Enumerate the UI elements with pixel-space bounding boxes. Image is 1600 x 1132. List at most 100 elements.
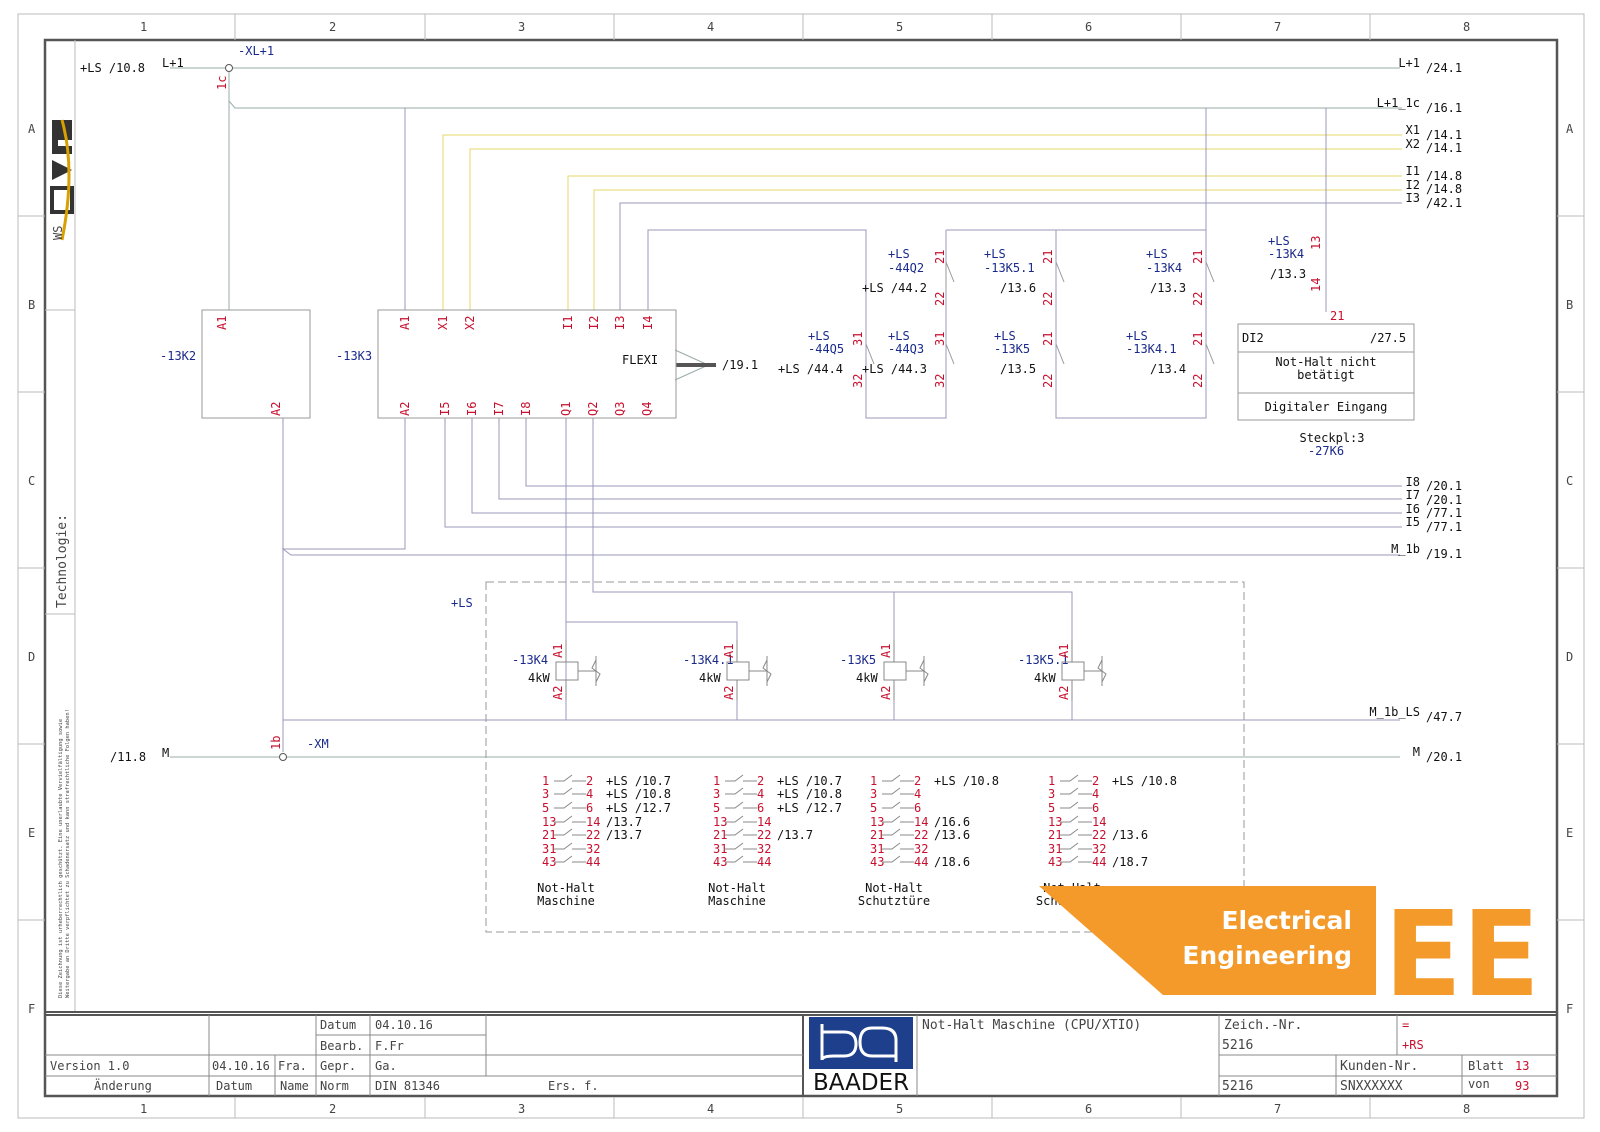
svg-text:/27.5: /27.5 — [1370, 331, 1406, 345]
contact-terminal: 31 — [542, 842, 556, 856]
col-label: 7 — [1274, 20, 1281, 34]
relay-tag: -13K4 — [512, 653, 548, 667]
svg-text:Datum: Datum — [216, 1079, 252, 1093]
col-label: 8 — [1463, 20, 1470, 34]
rail-ref: /42.1 — [1426, 196, 1462, 210]
contact-terminal: 22 — [1092, 828, 1106, 842]
module-13k3-flexi: -13K3 FLEXI /19.1 A1 X1 X2 I1 I2 I3 I4 A… — [336, 309, 758, 419]
col-label: 3 — [518, 1102, 525, 1116]
col-label: 5 — [896, 20, 903, 34]
rail-sig: I7 — [1406, 488, 1420, 502]
relay-symbol — [882, 842, 914, 850]
contact-13k5-1-top: +LS -13K5.1 /13.6 21 22 — [984, 247, 1065, 306]
pin-label: I2 — [587, 316, 601, 330]
rail-ref: /20.1 — [1426, 750, 1462, 764]
device-tag: -13K2 — [160, 349, 196, 363]
pin-label: I1 — [561, 316, 575, 330]
contact-terminal: 14 — [914, 815, 928, 829]
relay-group-border — [485, 581, 1245, 933]
svg-text:+LS: +LS — [888, 329, 910, 343]
relay-caption: Maschine — [708, 894, 766, 908]
svg-text:Steckpl:3: Steckpl:3 — [1299, 431, 1364, 445]
svg-text:-13K5: -13K5 — [994, 342, 1030, 356]
relay-symbol — [882, 801, 914, 809]
svg-text:21: 21 — [1191, 250, 1205, 264]
ee-banner: Electrical Engineering EE — [1039, 885, 1540, 1023]
relay-symbol — [725, 787, 757, 795]
svg-text:+LS: +LS — [1146, 247, 1168, 261]
contact-ref: +LS /10.8 — [777, 787, 842, 801]
svg-text:Ers. f.: Ers. f. — [548, 1079, 599, 1093]
svg-text:+LS /44.2: +LS /44.2 — [862, 281, 927, 295]
copyright-line: Weitergabe an Dritte verpflichtet zu Sch… — [65, 709, 71, 998]
svg-text:=: = — [1402, 1018, 1409, 1032]
svg-text:13: 13 — [1309, 236, 1323, 250]
module-ref: /19.1 — [722, 358, 758, 372]
contact-ref: +LS /10.7 — [777, 774, 842, 788]
rail-sig: I5 — [1406, 515, 1420, 529]
contact-terminal: 5 — [1048, 801, 1055, 815]
relay-symbol — [554, 774, 586, 782]
contact-terminal: 5 — [542, 801, 549, 815]
contact-terminal: 1 — [542, 774, 549, 788]
contact-ref: +LS /12.7 — [777, 801, 842, 815]
contact-terminal: 6 — [914, 801, 921, 815]
xl-terminal: -XL+1 — [238, 44, 274, 58]
xm-pin: 1b — [269, 736, 283, 750]
relay-symbol — [554, 801, 586, 809]
svg-text:93: 93 — [1515, 1079, 1529, 1093]
relay-power: 4kW — [856, 671, 878, 685]
relay-symbol — [1060, 855, 1092, 863]
relay-pin: A2 — [722, 686, 736, 700]
contact-terminal: 6 — [757, 801, 764, 815]
row-label: A — [28, 122, 36, 136]
pin-label: A1 — [215, 316, 229, 330]
col-label: 3 — [518, 20, 525, 34]
pin-label: Q1 — [559, 402, 573, 416]
left-m-ref: /11.8 — [110, 750, 146, 764]
svg-text:21: 21 — [1041, 250, 1055, 264]
pin-label: I3 — [613, 316, 627, 330]
title-block-text: Datum 04.10.16 Bearb. F.Fr Gepr. Ga. Nor… — [50, 1018, 1529, 1094]
rail-sig: L+1_1c — [1377, 96, 1420, 110]
svg-text:Version 1.0: Version 1.0 — [50, 1059, 129, 1073]
contact-13k4-1-mid: +LS -13K4.1 /13.4 21 22 — [1126, 329, 1215, 388]
relay-caption: Not-Halt — [537, 881, 595, 895]
relay-symbol — [554, 842, 586, 850]
row-label: F — [28, 1002, 35, 1016]
pin-label: A1 — [398, 316, 412, 330]
svg-text:Gepr.: Gepr. — [320, 1059, 356, 1073]
contact-terminal: 43 — [542, 855, 556, 869]
svg-text:Not-Halt Maschine (CPU/XTIO): Not-Halt Maschine (CPU/XTIO) — [922, 1018, 1141, 1033]
col-label: 1 — [140, 20, 147, 34]
wiring — [170, 64, 1402, 761]
left-m-sig: M — [162, 746, 169, 760]
svg-text:von: von — [1468, 1077, 1490, 1091]
relay-symbol — [882, 828, 914, 836]
svg-text:/13.3: /13.3 — [1270, 267, 1306, 281]
rail-ref: /77.1 — [1426, 520, 1462, 534]
contact-44q3: +LS -44Q3 +LS /44.3 31 32 — [862, 329, 955, 388]
row-label: D — [28, 650, 35, 664]
copyright-line: Diese Zeichnung ist urheberrechtlich ges… — [58, 719, 64, 998]
svg-text:22: 22 — [933, 292, 947, 306]
rail-sig: X1 — [1406, 123, 1420, 137]
pin-label: I8 — [519, 402, 533, 416]
relay-symbol — [1060, 787, 1092, 795]
contact-terminal: 5 — [870, 801, 877, 815]
contact-terminal: 1 — [870, 774, 877, 788]
contact-terminal: 43 — [713, 855, 727, 869]
contact-terminal: 4 — [914, 787, 921, 801]
row-label: F — [1566, 1002, 1573, 1016]
svg-text:31: 31 — [851, 332, 865, 346]
relay-symbol — [1061, 656, 1107, 686]
contact-terminal: 22 — [586, 828, 600, 842]
svg-text:Zeich.-Nr.: Zeich.-Nr. — [1224, 1018, 1302, 1033]
rail-ref: /14.8 — [1426, 182, 1462, 196]
contact-terminal: 22 — [914, 828, 928, 842]
col-label: 6 — [1085, 1102, 1092, 1116]
contact-terminal: 2 — [757, 774, 764, 788]
svg-text:+LS: +LS — [1268, 234, 1290, 248]
xm-terminal: -XM — [307, 737, 329, 751]
rail-ref: /24.1 — [1426, 61, 1462, 75]
